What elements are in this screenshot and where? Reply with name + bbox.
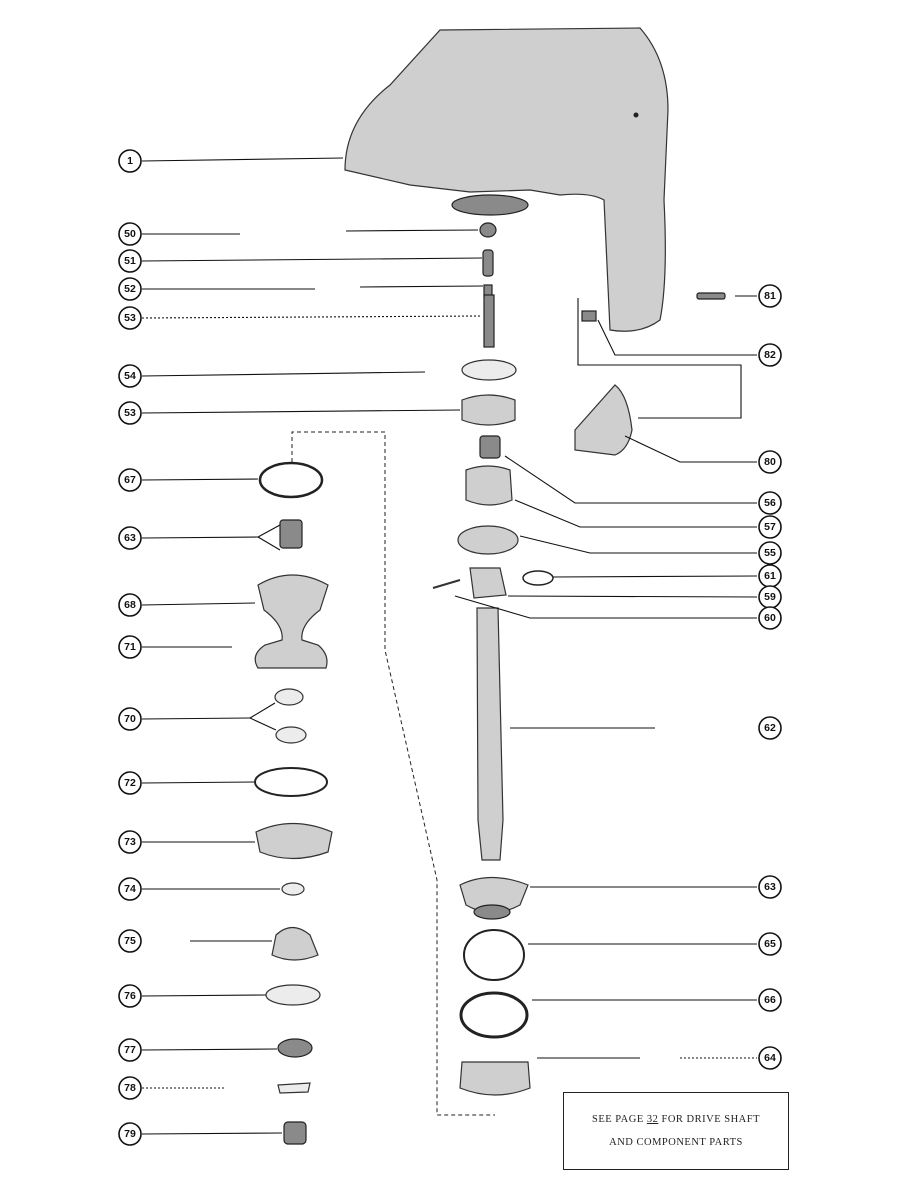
svg-text:76: 76 bbox=[124, 990, 136, 1002]
callout-52: 52 bbox=[118, 277, 142, 301]
svg-text:52: 52 bbox=[124, 283, 136, 295]
fitting-82 bbox=[581, 310, 597, 322]
callout-53: 53 bbox=[118, 306, 142, 330]
svg-text:53: 53 bbox=[124, 407, 136, 419]
svg-text:61: 61 bbox=[764, 570, 776, 582]
svg-text:1: 1 bbox=[127, 155, 133, 167]
screw-81 bbox=[696, 292, 726, 300]
svg-text:67: 67 bbox=[124, 474, 136, 486]
callout-70: 70 bbox=[118, 707, 142, 731]
leader-lines bbox=[141, 157, 758, 1135]
note-line-2: AND COMPONENT PARTS bbox=[609, 1137, 743, 1148]
svg-text:63: 63 bbox=[764, 881, 776, 893]
callout-68: 68 bbox=[118, 593, 142, 617]
callout-65: 65 bbox=[758, 932, 782, 956]
svg-text:81: 81 bbox=[764, 290, 776, 302]
callout-50: 50 bbox=[118, 222, 142, 246]
callout-81: 81 bbox=[758, 284, 782, 308]
callout-79: 79 bbox=[118, 1122, 142, 1146]
svg-text:56: 56 bbox=[764, 497, 776, 509]
svg-text:59: 59 bbox=[764, 591, 776, 603]
callout-59: 59 bbox=[758, 585, 782, 609]
svg-text:74: 74 bbox=[124, 883, 136, 895]
callout-61: 61 bbox=[758, 564, 782, 588]
note-line-1: SEE PAGE 32 FOR DRIVE SHAFT bbox=[591, 1114, 760, 1125]
left-stack bbox=[254, 461, 333, 1145]
svg-text:50: 50 bbox=[124, 228, 136, 240]
svg-text:55: 55 bbox=[764, 547, 776, 559]
callout-55: 55 bbox=[758, 541, 782, 565]
svg-text:72: 72 bbox=[124, 777, 136, 789]
callout-82: 82 bbox=[758, 343, 782, 367]
callout-63: 63 bbox=[118, 526, 142, 550]
callout-53b: 53 bbox=[118, 401, 142, 425]
callout-57: 57 bbox=[758, 515, 782, 539]
center-stack bbox=[432, 222, 554, 1096]
svg-text:77: 77 bbox=[124, 1044, 136, 1056]
gear-housing bbox=[344, 27, 669, 332]
svg-text:68: 68 bbox=[124, 599, 136, 611]
drive-shaft-reference-note: SEE PAGE 32 FOR DRIVE SHAFT AND COMPONEN… bbox=[563, 1092, 789, 1170]
callout-66: 66 bbox=[758, 988, 782, 1012]
callout-60: 60 bbox=[758, 606, 782, 630]
svg-text:65: 65 bbox=[764, 938, 776, 950]
callout-73: 73 bbox=[118, 830, 142, 854]
page-reference: 32 bbox=[646, 1114, 659, 1125]
svg-text:71: 71 bbox=[124, 641, 136, 653]
svg-text:60: 60 bbox=[764, 612, 776, 624]
callout-74: 74 bbox=[118, 877, 142, 901]
svg-text:62: 62 bbox=[764, 722, 776, 734]
svg-text:53: 53 bbox=[124, 312, 136, 324]
svg-text:66: 66 bbox=[764, 994, 776, 1006]
svg-text:63: 63 bbox=[124, 532, 136, 544]
callout-78: 78 bbox=[118, 1076, 142, 1100]
callout-75: 75 bbox=[118, 929, 142, 953]
callout-56: 56 bbox=[758, 491, 782, 515]
callout-62: 62 bbox=[758, 716, 782, 740]
callout-54: 54 bbox=[118, 364, 142, 388]
callout-77: 77 bbox=[118, 1038, 142, 1062]
svg-text:73: 73 bbox=[124, 836, 136, 848]
callout-67: 67 bbox=[118, 468, 142, 492]
svg-text:54: 54 bbox=[124, 370, 136, 382]
svg-text:64: 64 bbox=[764, 1052, 776, 1064]
callout-64: 64 bbox=[758, 1046, 782, 1070]
callout-71: 71 bbox=[118, 635, 142, 659]
svg-text:70: 70 bbox=[124, 713, 136, 725]
callout-51: 51 bbox=[118, 249, 142, 273]
svg-text:78: 78 bbox=[124, 1082, 136, 1094]
callout-1: 1 bbox=[118, 149, 142, 173]
anode-80 bbox=[574, 384, 633, 456]
callout-76: 76 bbox=[118, 984, 142, 1008]
housing-mark bbox=[633, 112, 639, 118]
svg-text:82: 82 bbox=[764, 349, 776, 361]
svg-text:80: 80 bbox=[764, 456, 776, 468]
svg-text:51: 51 bbox=[124, 255, 136, 267]
callout-80: 80 bbox=[758, 450, 782, 474]
svg-text:79: 79 bbox=[124, 1128, 136, 1140]
svg-text:57: 57 bbox=[764, 521, 776, 533]
svg-text:75: 75 bbox=[124, 935, 136, 947]
callout-63b: 63 bbox=[758, 875, 782, 899]
callouts: 1 50 51 52 53 54 53 67 63 68 71 70 72 73… bbox=[118, 149, 782, 1146]
callout-72: 72 bbox=[118, 771, 142, 795]
